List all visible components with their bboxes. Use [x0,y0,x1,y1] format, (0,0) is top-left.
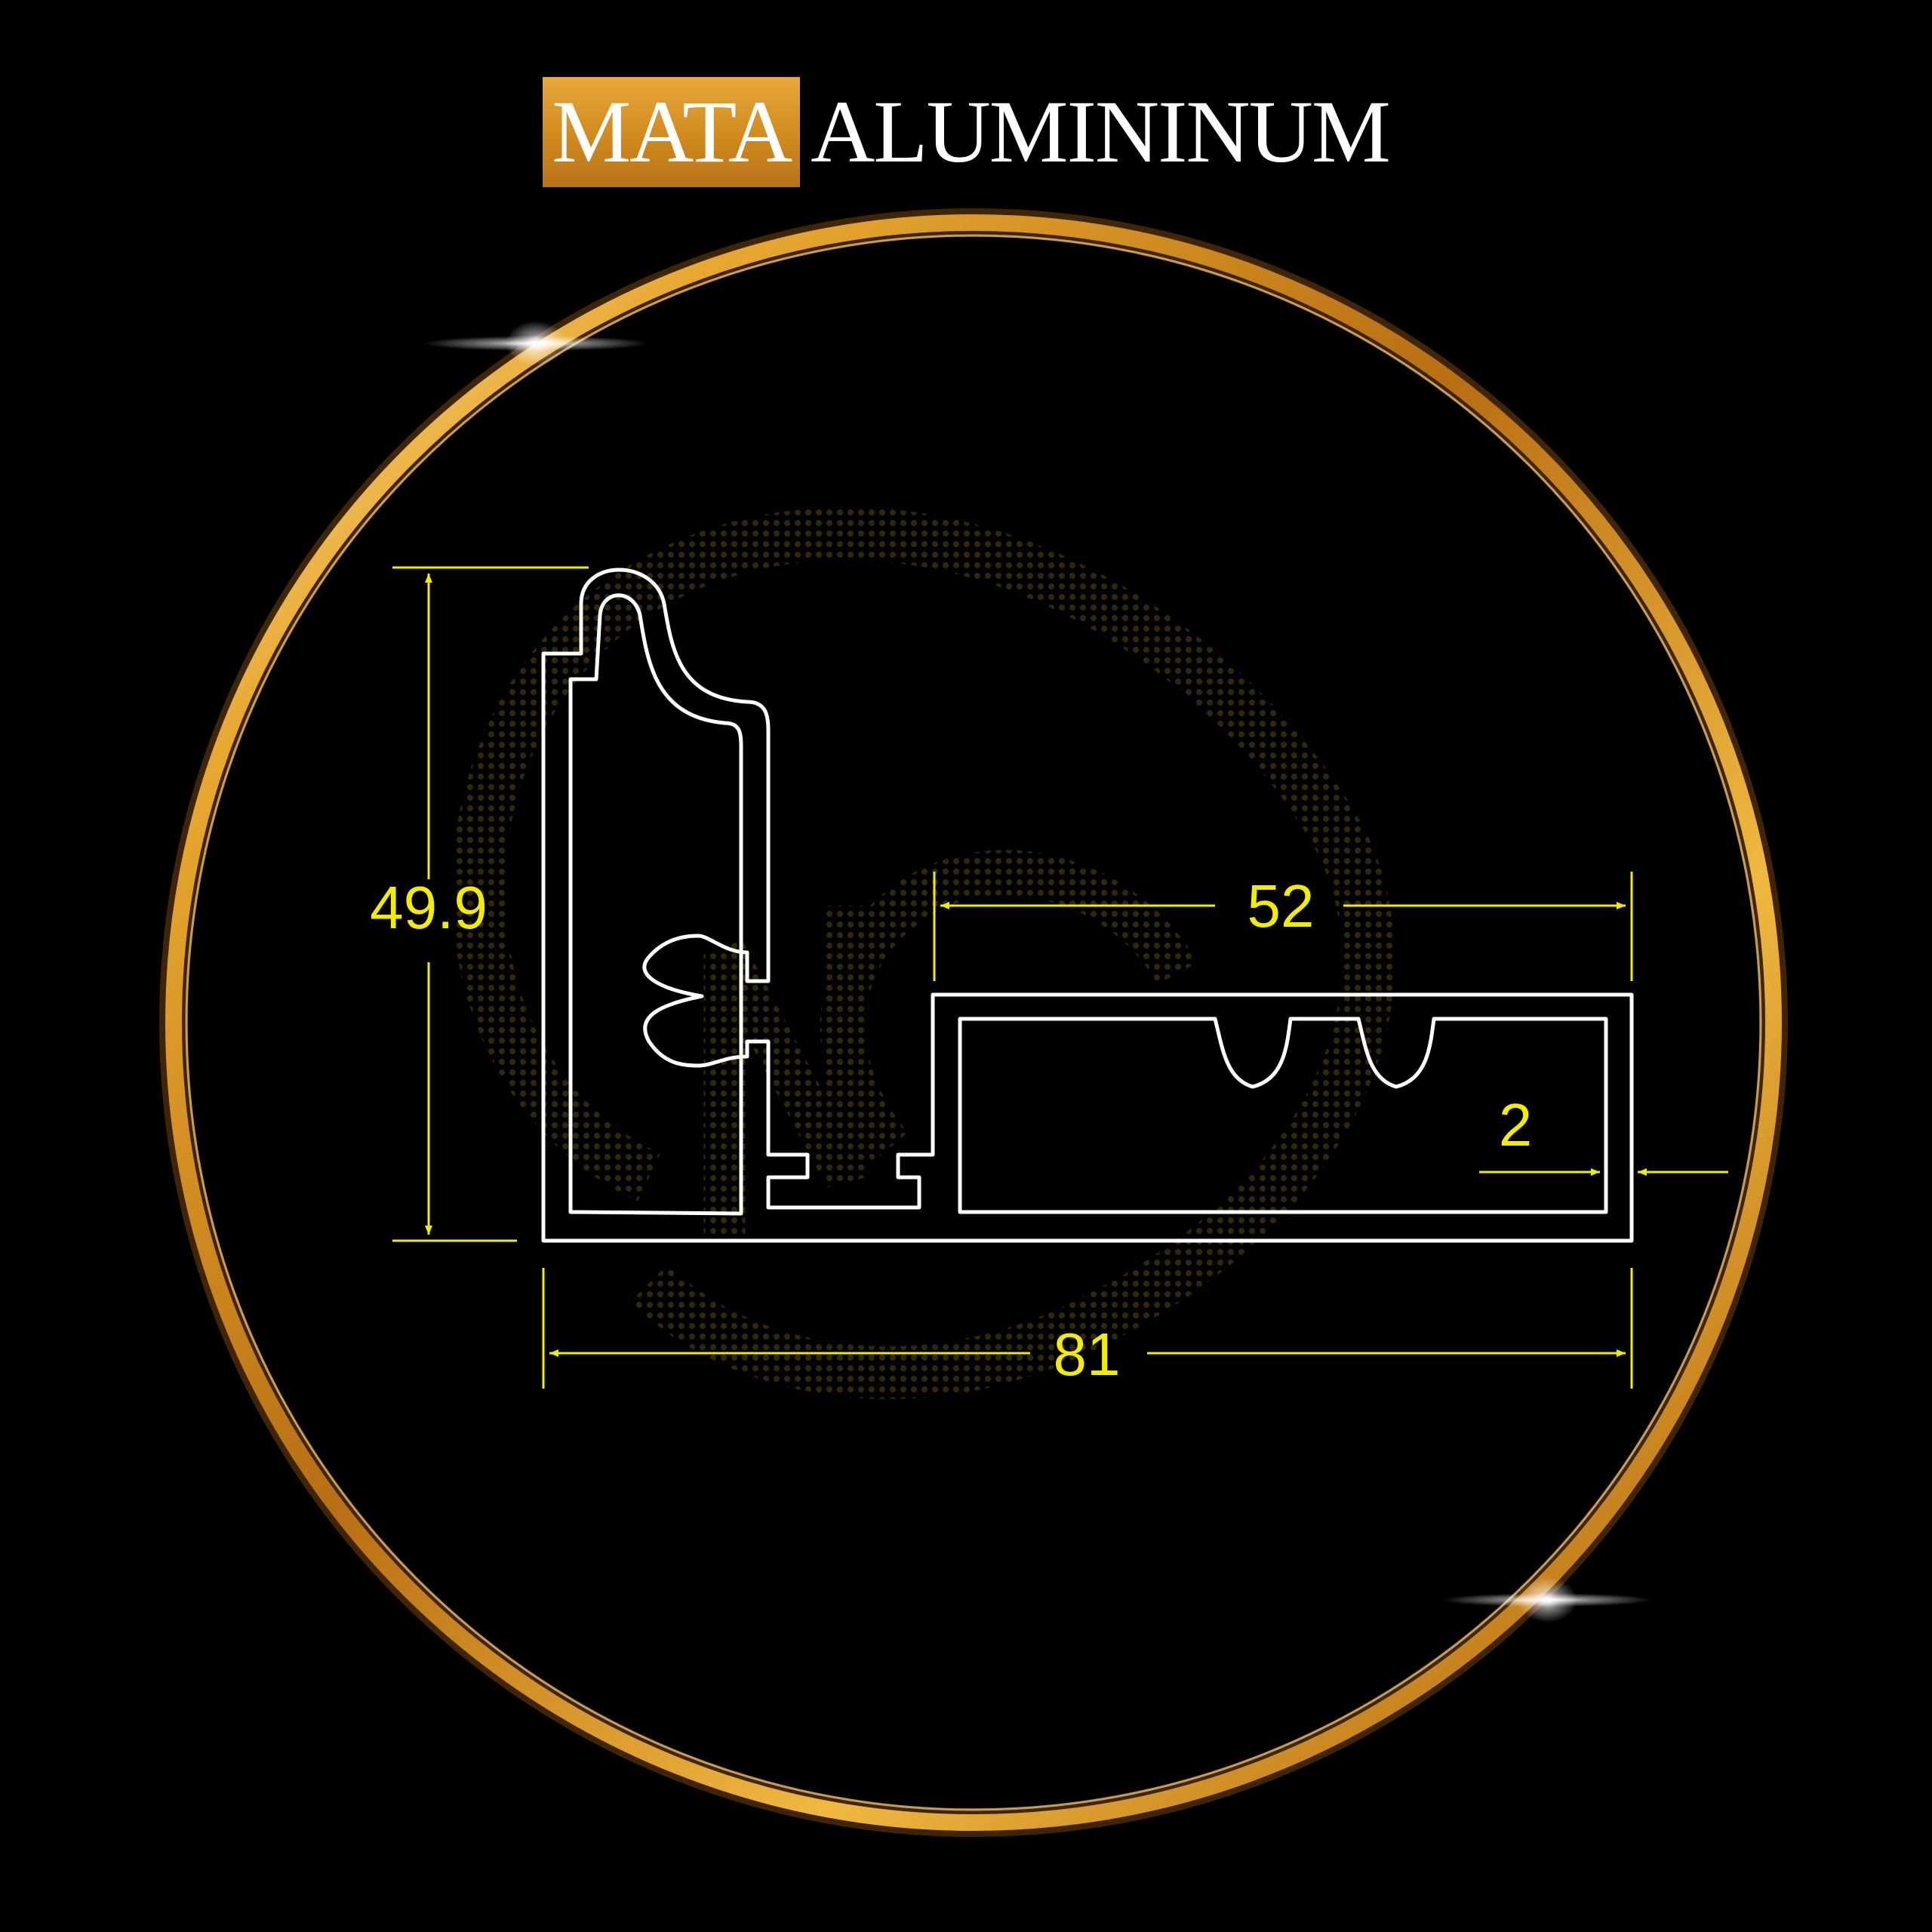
dimension-label-height: 49.9 [370,874,488,941]
dimension-lines [392,566,1728,1389]
brand-rest-text: ALUMININUM [811,82,1391,181]
dimension-label-width-top: 52 [1247,872,1315,940]
brand-header: MATA ALUMININUM [0,75,1932,189]
sparkle-bottom-right [1441,1577,1653,1623]
sparkle-top-left [423,321,649,366]
gold-ring [159,208,1788,1837]
brand-highlight-text: MATA [552,82,792,181]
dimension-label-width-total: 81 [1054,1321,1121,1388]
brand-highlight-box: MATA [543,77,801,187]
dimension-label-thickness: 2 [1499,1091,1533,1158]
watermark-logo [451,507,1395,1399]
profile-outline [541,568,1634,1243]
